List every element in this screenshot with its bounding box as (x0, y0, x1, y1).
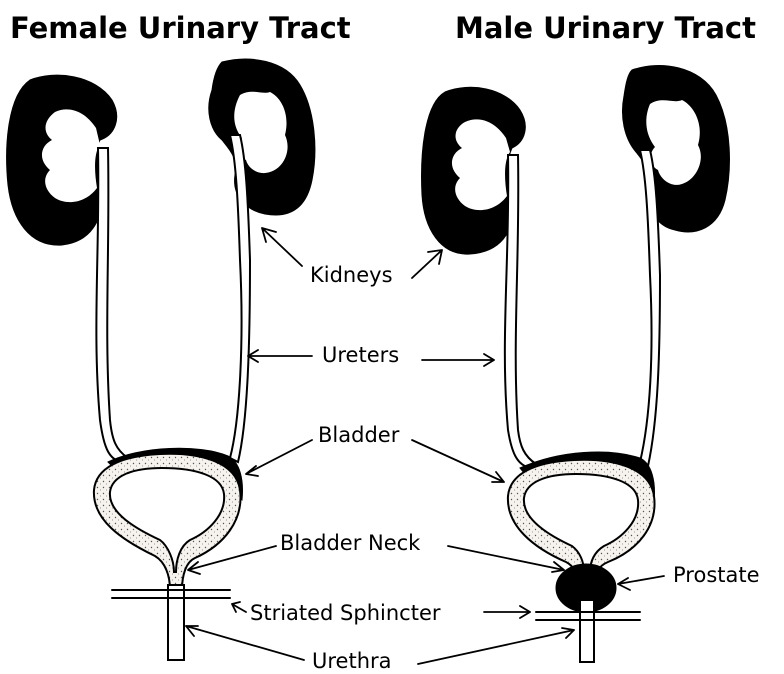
label-prostate: Prostate (673, 563, 760, 587)
arrow-kidneys-right (412, 250, 442, 278)
arrow-kidneys-left (262, 228, 302, 266)
arrow-urethra-left (186, 626, 304, 660)
male-title: Male Urinary Tract (455, 11, 756, 45)
arrow-sphincter-left (232, 602, 246, 612)
label-striated-sphincter: Striated Sphincter (250, 601, 441, 625)
female-bladder (94, 448, 243, 590)
arrow-urethra-right (418, 628, 574, 664)
male-right-kidney (623, 66, 730, 232)
label-kidneys: Kidneys (310, 263, 393, 287)
arrow-bladder-right (412, 440, 504, 482)
female-right-kidney (209, 59, 315, 215)
arrow-prostate (618, 576, 664, 590)
label-bladder-neck: Bladder Neck (280, 531, 421, 555)
arrow-bladder-left (246, 440, 312, 476)
arrow-ureters-left (248, 350, 312, 362)
arrow-sphincter-right (484, 606, 530, 618)
label-ureters: Ureters (322, 343, 399, 367)
label-bladder: Bladder (318, 423, 400, 447)
female-title: Female Urinary Tract (10, 11, 351, 45)
arrow-ureters-right (422, 354, 494, 366)
label-urethra: Urethra (312, 649, 392, 673)
female-urinary-tract (7, 59, 315, 660)
